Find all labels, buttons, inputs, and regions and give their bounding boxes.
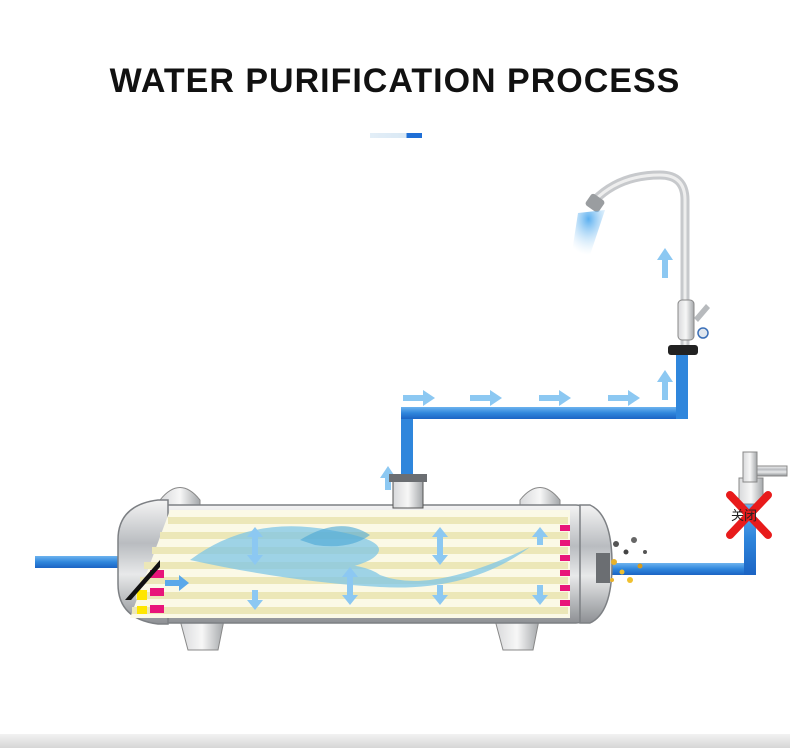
inlet-pipe — [35, 556, 135, 568]
close-x-icon — [726, 491, 772, 539]
faucet-icon — [572, 170, 710, 355]
outlet-pipe — [401, 355, 688, 485]
bottom-shadow — [0, 734, 790, 748]
impurity-particles-icon — [610, 537, 647, 583]
title-underline-accent — [370, 133, 422, 138]
outlet-flow-arrows — [380, 248, 673, 490]
valve-closed-label: 关闭 — [731, 509, 758, 524]
membrane-cutaway — [125, 510, 570, 618]
page-title: WATER PURIFICATION PROCESS — [109, 62, 681, 100]
tap-icon — [738, 451, 788, 505]
